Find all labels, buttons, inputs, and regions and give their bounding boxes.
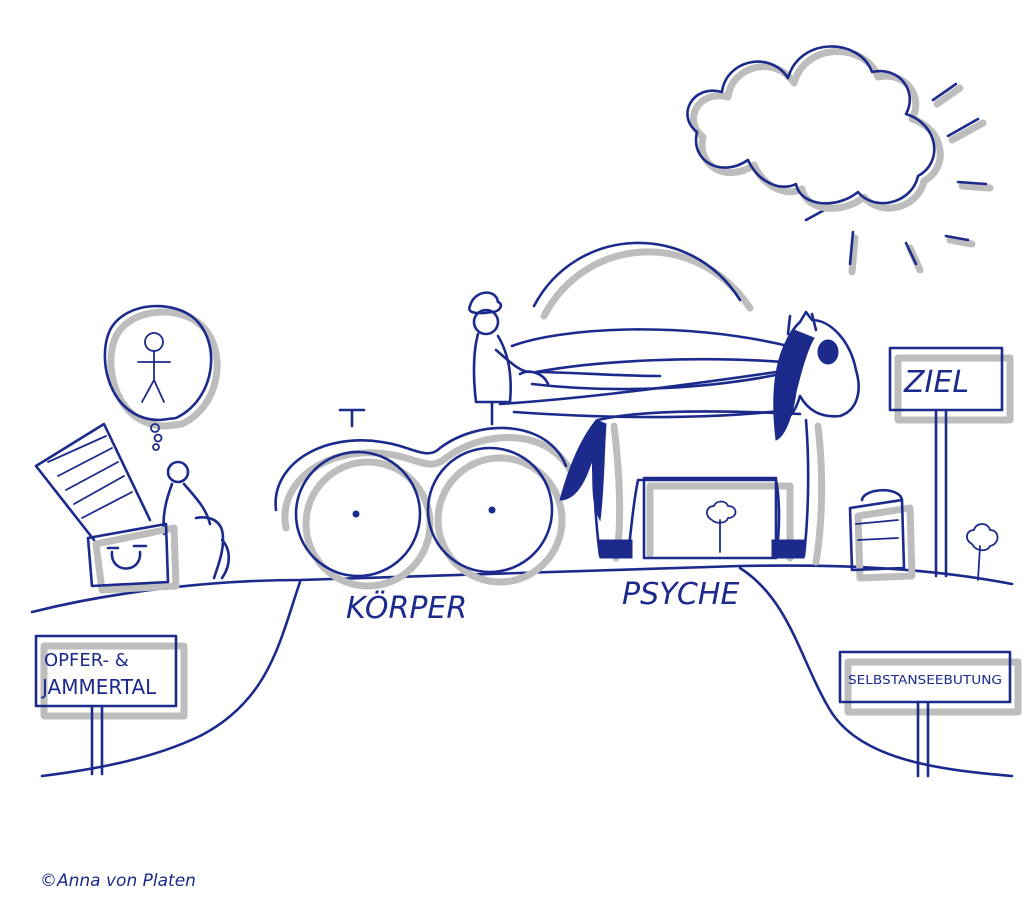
thought-bubble	[103, 304, 221, 451]
small-tree-icon	[706, 500, 737, 553]
left-sign: OPFER- & JAMMERTAL	[34, 634, 188, 776]
sitting-person	[162, 460, 231, 580]
left-sign-line2: JAMMERTAL	[40, 675, 157, 699]
tree-icon	[966, 523, 999, 581]
open-box	[34, 422, 180, 594]
copyright-signature: ©Anna von Platen	[40, 871, 196, 891]
horse	[559, 310, 860, 566]
driver-figure	[468, 291, 550, 426]
goal-sign: ZIEL	[888, 346, 1014, 578]
cloud-icon	[686, 45, 944, 212]
bin-icon	[848, 488, 916, 582]
goal-label: ZIEL	[903, 365, 969, 400]
body-label: KÖRPER	[346, 590, 467, 626]
reins	[498, 241, 793, 419]
psyche-label: PSYCHE	[622, 577, 739, 612]
cart	[274, 408, 578, 590]
hill	[30, 564, 1014, 778]
right-sign-label: SELBSTANSEEBUTUNG	[848, 672, 1002, 687]
sun-icon	[804, 82, 994, 276]
right-sign: SELBSTANSEEBUTUNG	[838, 650, 1022, 778]
left-sign-line1: OPFER- &	[44, 650, 129, 671]
